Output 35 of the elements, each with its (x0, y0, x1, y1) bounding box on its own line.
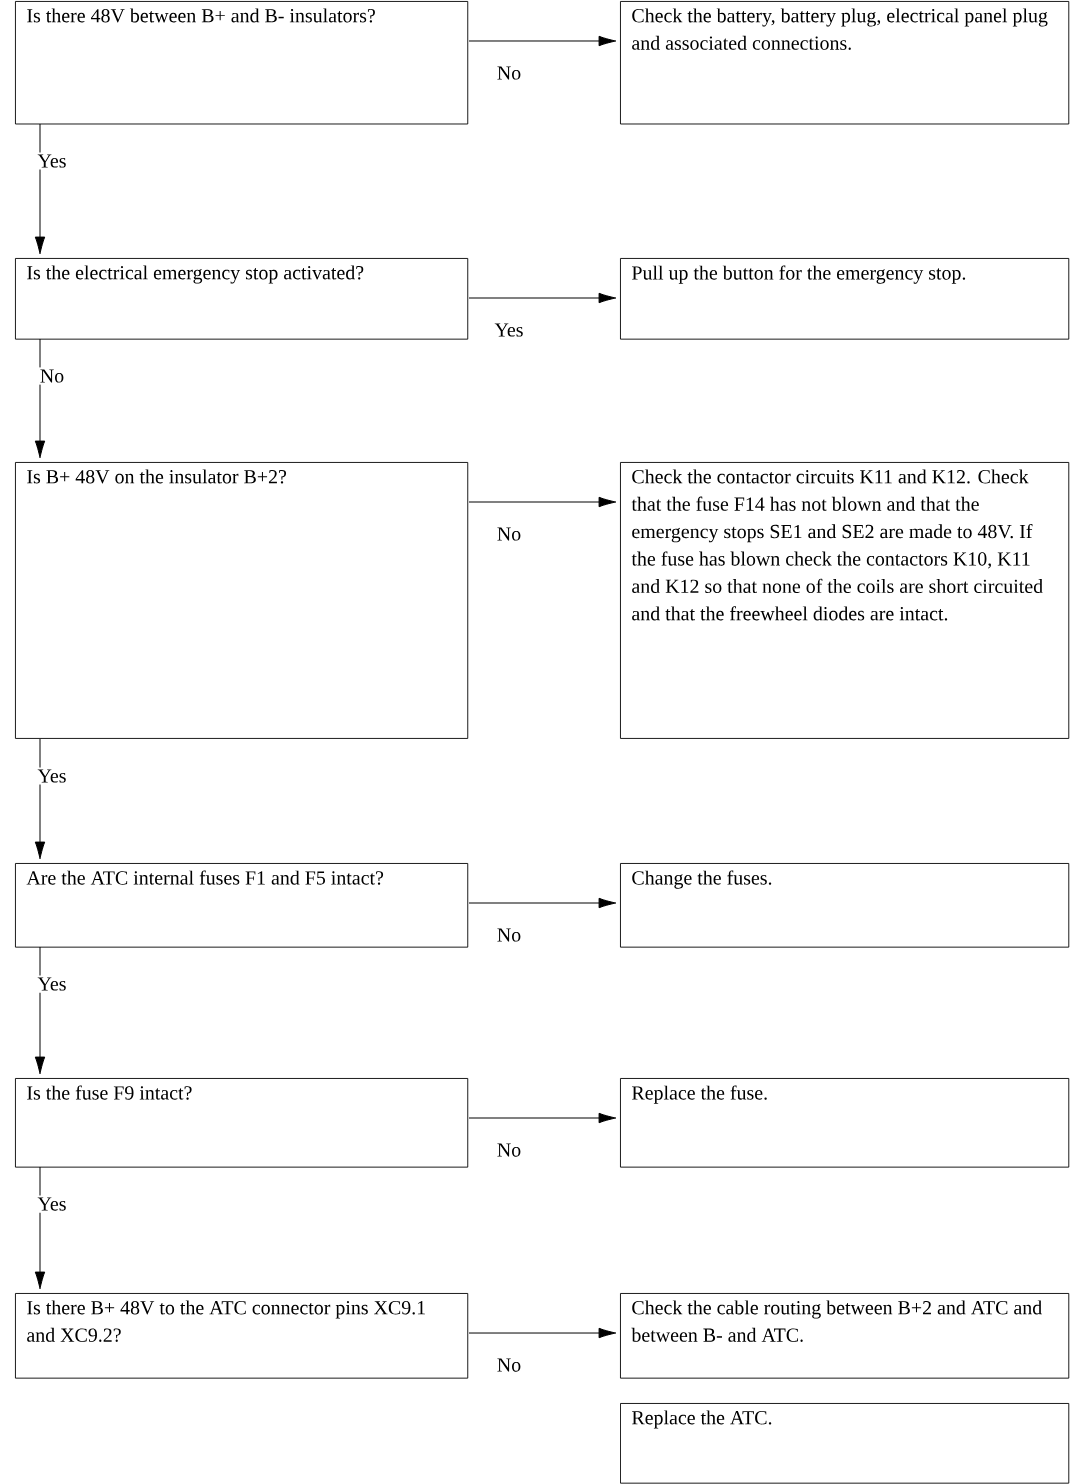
process-box: Replace the fuse. (620, 1078, 1070, 1168)
arrow (468, 35, 617, 47)
arrow (468, 897, 617, 909)
process-box: Change the fuses. (620, 863, 1070, 948)
edge-label: No (494, 525, 524, 543)
arrow (468, 1112, 617, 1124)
process-box: Are the ATC internal fuses F1 and F5 intact? (15, 863, 469, 948)
edge-label: No (37, 367, 67, 385)
edge-label: No (494, 1356, 524, 1374)
process-box: Check the cable routing between B+2 and ATC and between B- and ATC. (620, 1293, 1070, 1379)
arrow (34, 123, 46, 255)
edge-label: Yes (35, 975, 69, 993)
process-box: Check the contactor circuits K11 and K12. Check that the fuse F14 has not blown and that the emergency stops SE1 and SE2 are made to 48V. If the fuse has blown check the contactors K10, K11 and K12 so that none of the coils are short circuited and that the freewheel diodes are intact. (620, 462, 1070, 739)
process-box: Is there 48V between B+ and B- insulators? (15, 1, 469, 125)
arrow (468, 496, 617, 508)
edge-label: No (494, 926, 524, 944)
process-box: Pull up the button for the emergency stop. (620, 258, 1070, 340)
process-box: Is there B+ 48V to the ATC connector pins XC9.1 and XC9.2? (15, 1293, 469, 1379)
edge-label: No (494, 1141, 524, 1159)
arrow (468, 292, 617, 304)
process-box: Is B+ 48V on the insulator B+2? (15, 462, 469, 739)
arrow (34, 738, 46, 860)
process-box: Check the battery, battery plug, electrical panel plug and associated connections. (620, 1, 1070, 125)
process-box: Is the electrical emergency stop activated? (15, 258, 469, 340)
arrow (34, 946, 46, 1075)
edge-label: Yes (35, 767, 69, 785)
arrow (468, 1327, 617, 1339)
process-box: Replace the ATC. (620, 1403, 1070, 1484)
edge-label: No (494, 64, 524, 82)
arrow (34, 338, 46, 459)
edge-label: Yes (35, 152, 69, 170)
edge-label: Yes (492, 321, 526, 339)
arrow (34, 1166, 46, 1290)
edge-label: Yes (35, 1195, 69, 1213)
process-box: Is the fuse F9 intact? (15, 1078, 469, 1168)
